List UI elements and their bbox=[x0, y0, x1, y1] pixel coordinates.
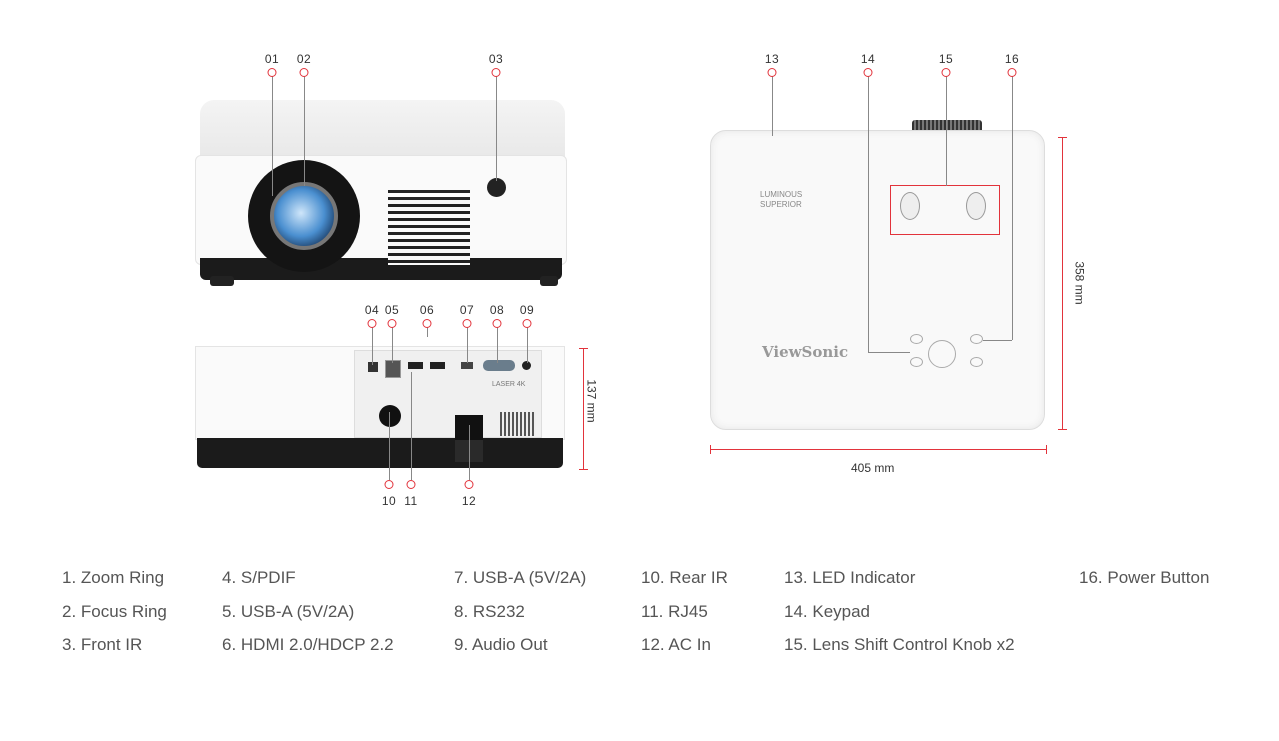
lens-shift-knob bbox=[966, 192, 986, 220]
height-dimension: 137 mm bbox=[584, 379, 599, 423]
legend-item: 3. Front IR bbox=[62, 635, 143, 654]
callout-04: 04 bbox=[364, 303, 380, 317]
lens bbox=[270, 182, 338, 250]
callout-12: 12 bbox=[461, 494, 477, 508]
legend-item: 12. AC In bbox=[641, 635, 711, 654]
callout-11: 11 bbox=[404, 494, 418, 508]
power-button[interactable] bbox=[970, 334, 983, 344]
legend-item: 5. USB-A (5V/2A) bbox=[222, 602, 355, 621]
legend-item: 7. USB-A (5V/2A) bbox=[454, 568, 587, 587]
callout-15: 15 bbox=[938, 52, 954, 66]
callout-05: 05 bbox=[384, 303, 400, 317]
luminous-superior-badge: LUMINOUS SUPERIOR bbox=[760, 190, 803, 209]
front-ir-sensor bbox=[487, 178, 506, 197]
depth-dimension: 358 mm bbox=[1072, 261, 1087, 305]
laser-badge: LASER 4K bbox=[492, 381, 526, 388]
legend-item: 16. Power Button bbox=[1079, 568, 1210, 587]
callout-09: 09 bbox=[519, 303, 535, 317]
callout-10: 10 bbox=[381, 494, 397, 508]
callout-13: 13 bbox=[764, 52, 780, 66]
brand-logo: ViewSonic bbox=[762, 343, 849, 361]
vent-grille bbox=[388, 190, 470, 265]
callout-14: 14 bbox=[860, 52, 876, 66]
legend-item: 10. Rear IR bbox=[641, 568, 728, 587]
legend-item: 4. S/PDIF bbox=[222, 568, 296, 587]
legend-item: 9. Audio Out bbox=[454, 635, 548, 654]
callout-06: 06 bbox=[419, 303, 435, 317]
legend-item: 14. Keypad bbox=[784, 602, 871, 621]
legend-item: 13. LED Indicator bbox=[784, 568, 916, 587]
width-dimension: 405 mm bbox=[851, 461, 895, 475]
callout-08: 08 bbox=[489, 303, 505, 317]
callout-16: 16 bbox=[1004, 52, 1020, 66]
callout-07: 07 bbox=[459, 303, 475, 317]
lens-shift-knob bbox=[900, 192, 920, 220]
keypad[interactable] bbox=[928, 340, 956, 368]
legend-item: 1. Zoom Ring bbox=[62, 568, 165, 587]
callout-02: 02 bbox=[296, 52, 312, 66]
legend-item: 8. RS232 bbox=[454, 602, 525, 621]
callout-01: 01 bbox=[264, 52, 280, 66]
legend-item: 11. RJ45 bbox=[641, 602, 708, 621]
lens-shift-highlight bbox=[890, 185, 1000, 235]
legend-item: 6. HDMI 2.0/HDCP 2.2 bbox=[222, 635, 394, 654]
callout-03: 03 bbox=[488, 52, 504, 66]
legend-item: 2. Focus Ring bbox=[62, 602, 167, 621]
legend-item: 15. Lens Shift Control Knob x2 bbox=[784, 635, 1015, 654]
